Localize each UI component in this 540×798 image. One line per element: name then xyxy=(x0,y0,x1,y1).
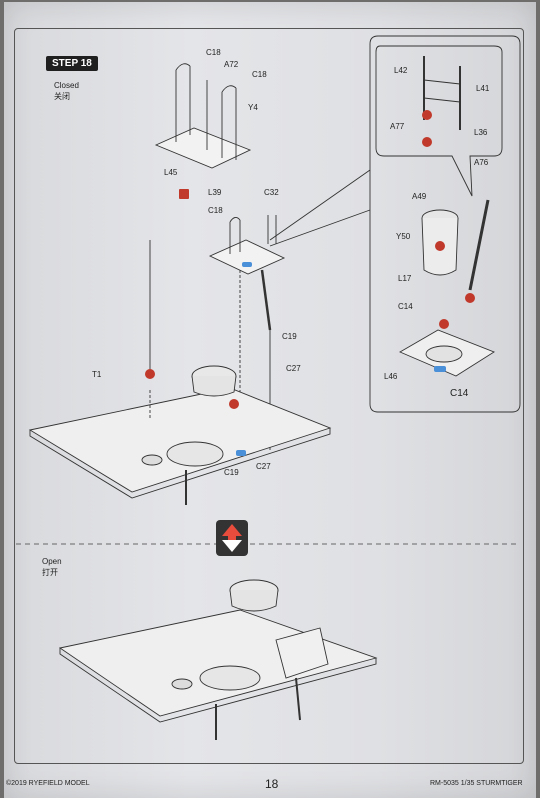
part-label: C18 xyxy=(252,70,267,79)
footer-copyright: ©2019 RYEFIELD MODEL xyxy=(6,780,90,787)
part-label: C18 xyxy=(206,48,221,57)
callout-bubble xyxy=(369,35,521,413)
glue-marker-icon xyxy=(422,137,432,147)
state-closed-en: Closed xyxy=(54,81,79,90)
highlight-c14-icon xyxy=(434,366,446,372)
part-label: A72 xyxy=(224,60,239,69)
part-label: C14 xyxy=(398,302,413,311)
part-label: L36 xyxy=(474,128,488,137)
part-label: L42 xyxy=(394,66,408,75)
glue-marker-icon xyxy=(465,293,475,303)
callout-inner-bubble xyxy=(375,45,503,197)
state-closed: Closed 关闭 xyxy=(54,80,79,102)
part-label: A49 xyxy=(412,192,427,201)
part-label: C14 xyxy=(450,388,469,399)
part-label: T1 xyxy=(92,370,102,379)
state-open: Open 打开 xyxy=(42,556,62,578)
hatch-frame xyxy=(208,239,286,275)
part-label: A77 xyxy=(390,122,405,131)
part-label: L39 xyxy=(208,188,222,197)
glue-marker-icon xyxy=(422,110,432,120)
glue-marker-icon xyxy=(435,241,445,251)
part-label: L41 xyxy=(476,84,490,93)
highlight-c32-icon xyxy=(242,262,252,267)
glue-marker-icon xyxy=(439,319,449,329)
swap-state-icon xyxy=(216,520,248,556)
part-label: C27 xyxy=(286,364,301,373)
part-label: L45 xyxy=(164,168,178,177)
part-label: L17 xyxy=(398,274,412,283)
state-closed-zh: 关闭 xyxy=(54,92,70,101)
glue-marker-icon xyxy=(145,369,155,379)
part-label: Y4 xyxy=(248,103,258,112)
part-label: C27 xyxy=(256,462,271,471)
part-label: L46 xyxy=(384,372,398,381)
hatch-plate-l45 xyxy=(154,127,252,169)
part-label: Y50 xyxy=(396,232,411,241)
hull-plate-t1 xyxy=(28,387,332,493)
glue-marker-icon xyxy=(229,399,239,409)
hull-plate-open xyxy=(58,609,378,717)
part-label: C18 xyxy=(208,206,223,215)
remove-marker-icon xyxy=(179,189,189,199)
step-frame xyxy=(14,28,524,764)
part-label: A76 xyxy=(474,158,489,167)
page-number: 18 xyxy=(265,777,279,791)
footer-product: RM-5035 1/35 STURMTIGER xyxy=(430,780,523,787)
part-label: C19 xyxy=(282,332,297,341)
highlight-c19-icon xyxy=(236,450,246,456)
part-label: C32 xyxy=(264,188,279,197)
part-label: C19 xyxy=(224,468,239,477)
state-open-en: Open xyxy=(42,557,62,566)
state-open-zh: 打开 xyxy=(42,568,58,577)
step-badge: STEP 18 xyxy=(46,56,98,71)
